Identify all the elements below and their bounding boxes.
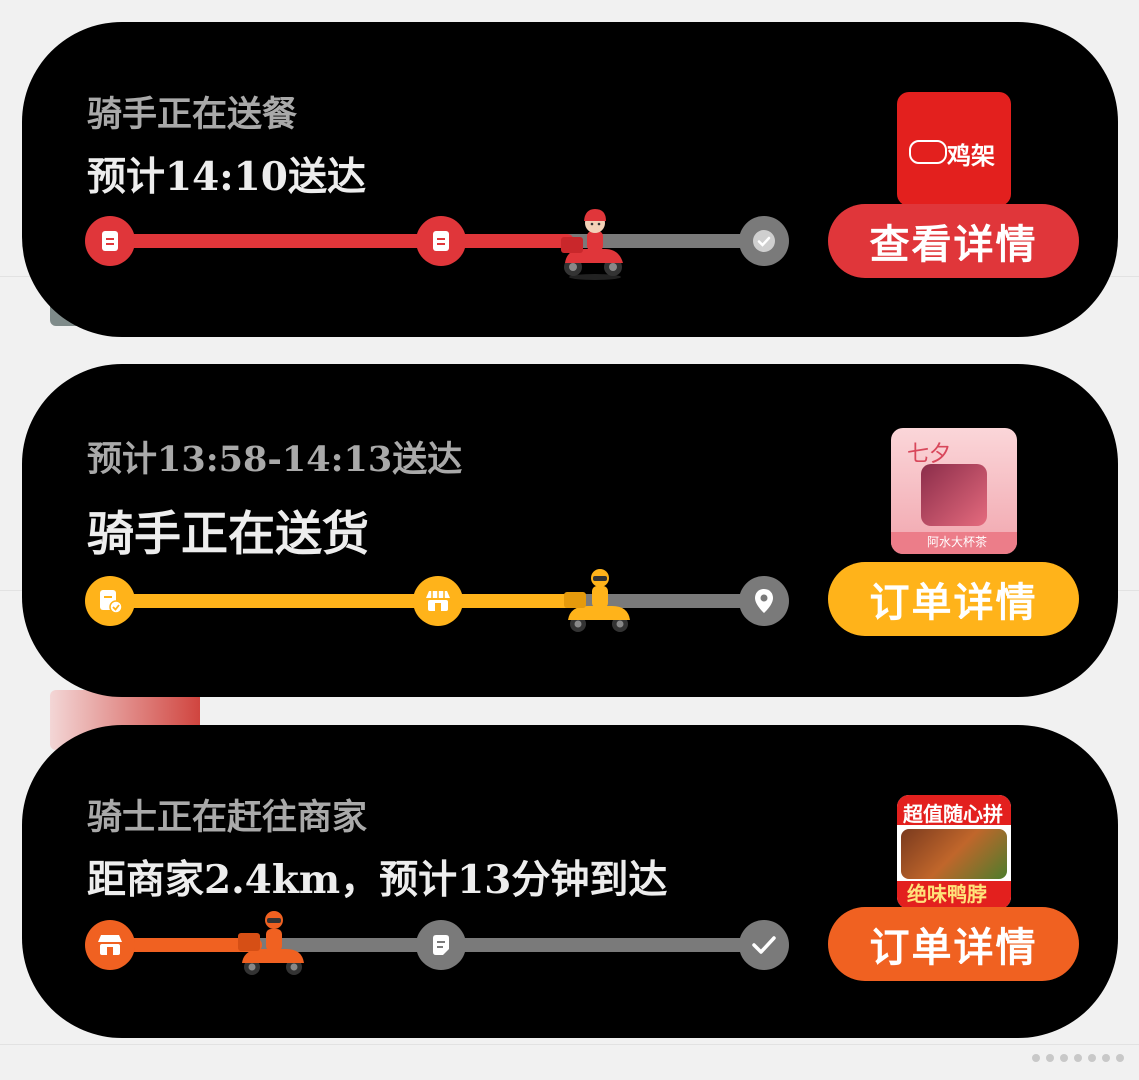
progress-node-3 <box>739 216 789 266</box>
order-check-icon <box>100 590 123 614</box>
delivery-status: 骑士正在赶往商家 <box>87 797 368 838</box>
progress-node-2 <box>416 920 466 970</box>
progress-node-2 <box>413 576 463 626</box>
delivery-card-1[interactable]: 骑手正在送餐 预计14:10送达 鸡架 <box>22 22 1118 337</box>
receipt-icon <box>433 935 449 955</box>
progress-fill <box>112 234 574 248</box>
progress-node-1 <box>85 920 135 970</box>
background-divider <box>0 1044 1139 1045</box>
shop-logo: 七夕 阿水大杯茶 <box>891 428 1017 554</box>
shop-logo-text: 鸡架 <box>947 141 995 170</box>
shop-logo-title: 七夕 <box>907 442 952 467</box>
shop-logo-name: 阿水大杯茶 <box>927 535 988 549</box>
delivery-eta: 预计14:10送达 <box>87 154 366 200</box>
progress-fill <box>112 938 262 952</box>
check-circle-icon <box>753 230 775 252</box>
check-icon <box>752 936 776 954</box>
receipt-icon <box>102 231 118 251</box>
receipt-icon <box>433 231 449 251</box>
order-details-button[interactable]: 订单详情 <box>828 907 1079 981</box>
delivery-eta: 距商家2.4km，预计13分钟到达 <box>87 857 668 903</box>
rider-scooter-icon <box>238 911 304 975</box>
order-details-button[interactable]: 订单详情 <box>828 562 1079 636</box>
delivery-status: 骑手正在送餐 <box>87 94 298 135</box>
rider-scooter-icon <box>561 209 623 280</box>
shop-logo-footer <box>891 532 1017 554</box>
storefront-icon <box>98 935 122 955</box>
progress-node-3 <box>739 920 789 970</box>
progress-node-1 <box>85 576 135 626</box>
delivery-card-2[interactable]: 预计13:58-14:13送达 骑手正在送货 <box>22 364 1118 697</box>
shop-logo-name: 绝味鸭脖 <box>907 882 987 906</box>
rider-scooter-icon <box>564 569 630 632</box>
delivery-eta: 预计13:58-14:13送达 <box>87 439 463 480</box>
shop-logo-food <box>901 829 1007 879</box>
progress-fill <box>112 594 580 608</box>
delivery-card-3[interactable]: 骑士正在赶往商家 距商家2.4km，预计13分钟到达 超值随心拼 <box>22 725 1118 1038</box>
shop-logo-title: 超值随心拼 <box>903 802 1003 826</box>
progress-node-2 <box>416 216 466 266</box>
progress-node-3 <box>739 576 789 626</box>
shop-logo-emblem <box>909 140 947 164</box>
page-indicator <box>1032 1054 1124 1062</box>
delivery-status: 骑手正在送货 <box>87 507 369 562</box>
location-pin-icon <box>755 589 773 613</box>
progress-node-1 <box>85 216 135 266</box>
shop-logo: 鸡架 <box>897 92 1011 206</box>
shop-logo-bottom-bar <box>897 881 1011 909</box>
shop-logo-product <box>921 464 987 526</box>
shop-logo: 超值随心拼 绝味鸭脖 <box>897 795 1011 909</box>
storefront-icon <box>426 591 450 611</box>
shop-logo-top-bar <box>897 795 1011 825</box>
view-details-button[interactable]: 查看详情 <box>828 204 1079 278</box>
